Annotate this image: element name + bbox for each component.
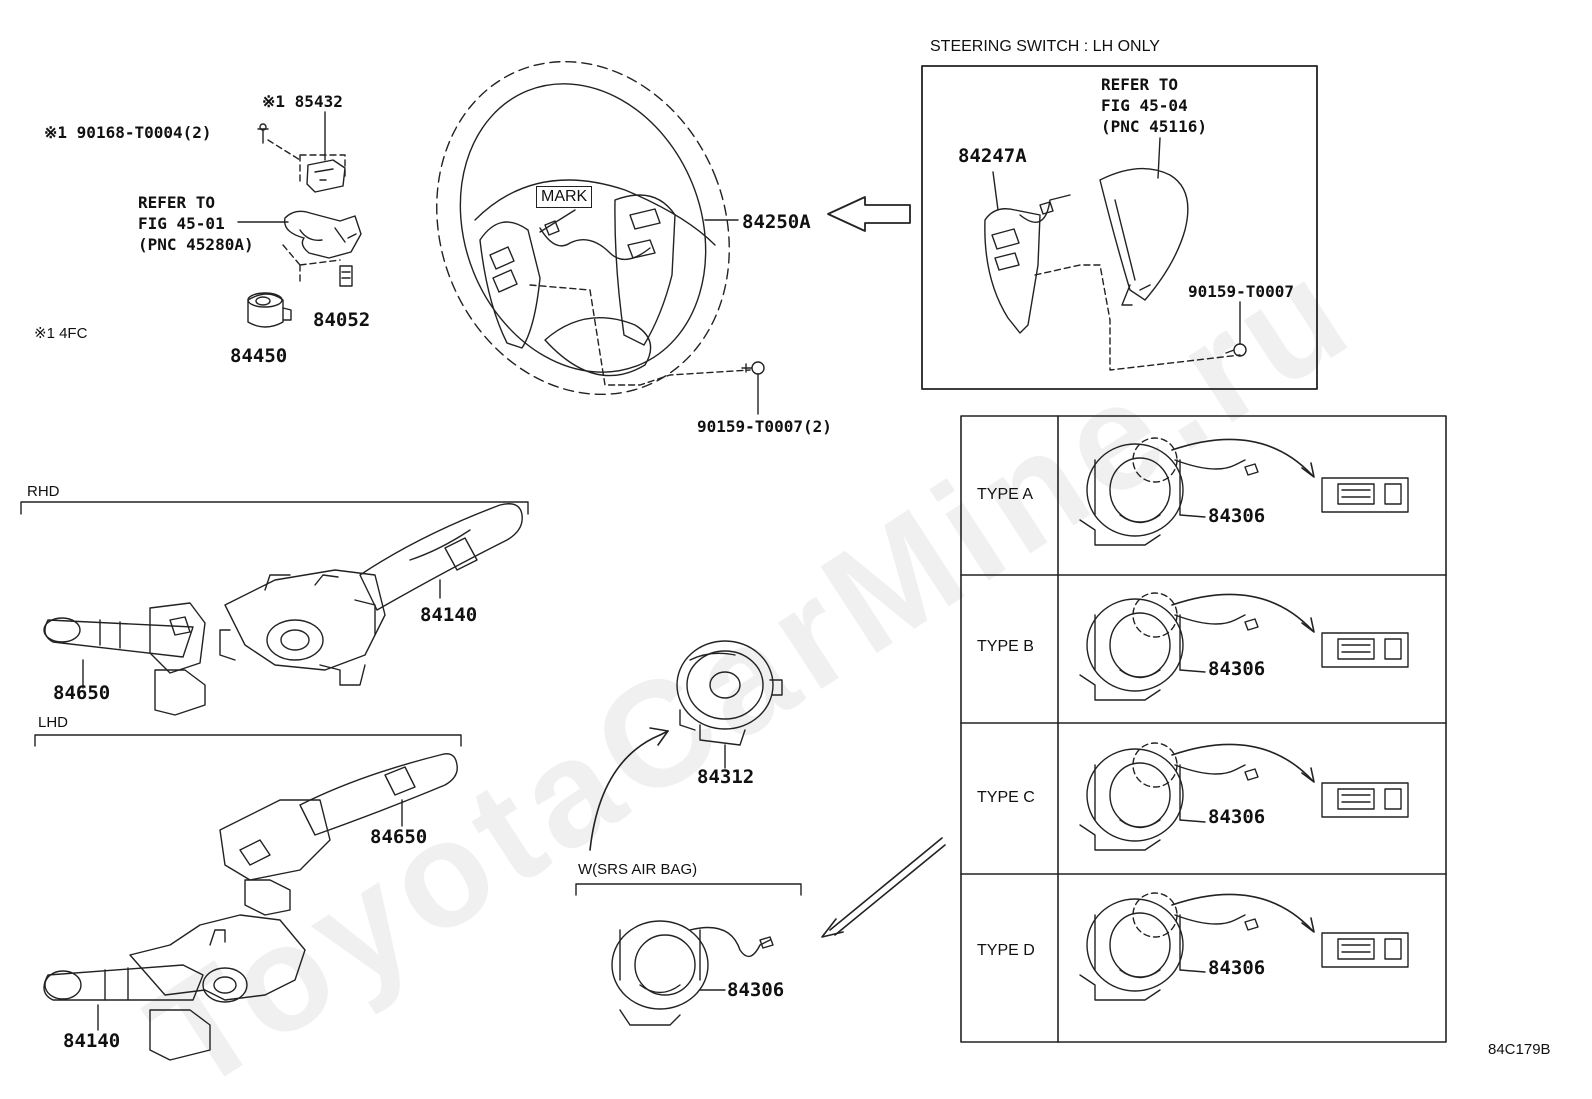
label-bolt-90159-2: 90159-T0007(2) (697, 417, 832, 436)
drawing-code: 84C179B (1488, 1041, 1551, 1058)
lhd-switch-assembly (43, 753, 458, 1061)
spiral-cable-type-d (1079, 892, 1409, 1001)
label-rhd-84140: 84140 (420, 604, 478, 626)
rhd-title: RHD (27, 483, 60, 500)
steering-wheel-group (436, 60, 911, 415)
lhd-title: LHD (38, 714, 69, 731)
footnote-4fc: ※1 4FC (34, 325, 88, 342)
lh-only-box (921, 65, 1318, 390)
type-spirals (1079, 437, 1409, 1001)
type-b-label: TYPE B (977, 638, 1034, 655)
rhd-switch-assembly (43, 503, 523, 716)
type-table (960, 415, 1447, 1043)
label-84052: 84052 (313, 309, 371, 331)
refer-fig-45-04: REFER TO FIG 45-04 (PNC 45116) (1101, 75, 1207, 136)
type-b-part: 84306 (1208, 658, 1266, 680)
label-84312: 84312 (697, 766, 755, 788)
type-d-label: TYPE D (977, 942, 1035, 959)
spiral-cable-type-c (1079, 742, 1409, 851)
column-cover-group (237, 111, 362, 328)
srs-title: W(SRS AIR BAG) (578, 861, 698, 878)
label-srs-84306: 84306 (727, 979, 785, 1001)
label-84247A: 84247A (958, 145, 1027, 167)
spiral-cable-type-b (1079, 592, 1409, 701)
label-lhd-84140: 84140 (63, 1030, 121, 1052)
label-84450: 84450 (230, 345, 288, 367)
refer-fig-45-01: REFER TO FIG 45-01 (PNC 45280A) (138, 193, 254, 254)
type-c-part: 84306 (1208, 806, 1266, 828)
type-a-label: TYPE A (977, 486, 1034, 503)
type-a-part: 84306 (1208, 505, 1266, 527)
label-bolt-90159: 90159-T0007 (1188, 282, 1294, 301)
rhd-lhd-brackets (20, 501, 529, 747)
label-lhd-84650: 84650 (370, 826, 428, 848)
label-85432: ※1 85432 (262, 92, 343, 111)
srs-arrow (821, 837, 943, 938)
lh-box-title: STEERING SWITCH : LH ONLY (930, 38, 1160, 55)
label-84250A: 84250A (742, 211, 811, 233)
spiral-cable-type-a (1079, 437, 1409, 546)
type-c-label: TYPE C (977, 789, 1035, 806)
label-bolt-90168: ※1 90168-T0004(2) (44, 123, 212, 142)
mark-label: MARK (536, 186, 593, 208)
type-d-part: 84306 (1208, 957, 1266, 979)
spiral-84312-group (589, 640, 783, 851)
label-rhd-84650: 84650 (53, 682, 111, 704)
srs-group (575, 883, 802, 1026)
